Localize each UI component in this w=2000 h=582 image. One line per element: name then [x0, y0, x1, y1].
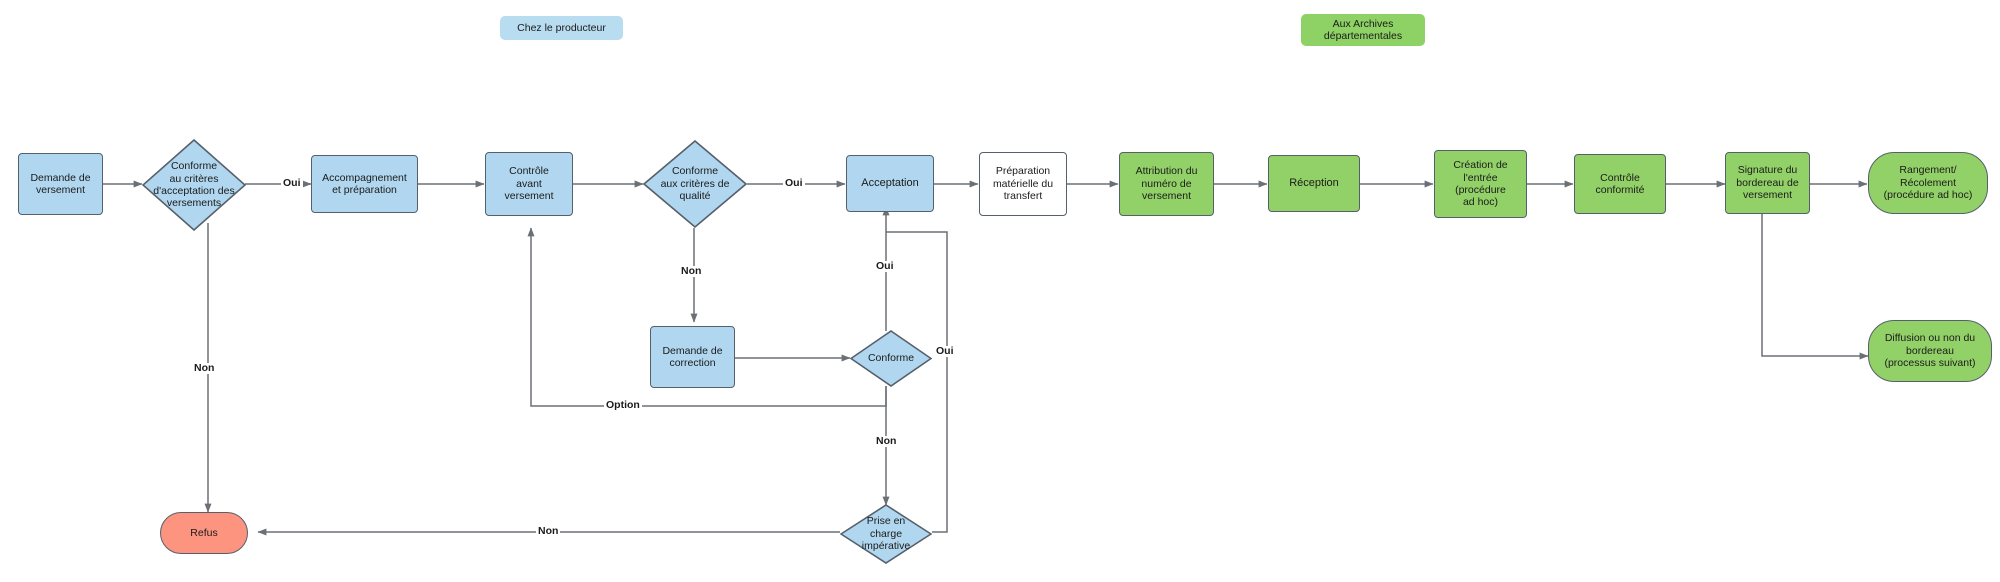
edge-label-option: Option [604, 399, 642, 411]
node-acceptation[interactable]: Acceptation [846, 155, 934, 212]
edge-signature-to-diffusion [1761, 210, 1869, 360]
node-label: Conforme [867, 352, 915, 365]
node-controle-conformite[interactable]: Contrôle conformité [1574, 154, 1666, 214]
node-label: Contrôle conformité [1595, 171, 1645, 196]
edge-label-oui-acceptation-criteres: Oui [281, 177, 303, 189]
node-label: Attribution du numéro de versement [1135, 165, 1198, 203]
node-refus[interactable]: Refus [160, 512, 248, 554]
node-label: Prise en charge impérative [861, 515, 911, 553]
diamond-shape [643, 140, 747, 228]
node-signature-bordereau[interactable]: Signature du bordereau de versement [1725, 152, 1810, 214]
node-label: Demande de versement [30, 171, 91, 196]
node-rangement-recolement[interactable]: Rangement/ Récolement (procédure ad hoc) [1868, 152, 1988, 214]
edge-label-oui-prise-en-charge: Oui [934, 345, 956, 357]
lane-label-aux-archives-departementales: Aux Archives départementales [1301, 14, 1425, 46]
node-label: Diffusion ou non du bordereau (processus… [1884, 332, 1976, 370]
edge-label-oui-qualite: Oui [783, 177, 805, 189]
edge-label-non-conforme: Non [874, 435, 899, 447]
node-label: Conforme aux critères de qualité [660, 165, 730, 203]
diamond-shape [142, 139, 246, 231]
node-conforme-criteres-qualite[interactable]: Conforme aux critères de qualité [643, 140, 747, 228]
node-label: Contrôle avant versement [504, 165, 554, 203]
edge-label-non-prise-en-charge: Non [536, 525, 561, 537]
edge-label-non-acceptation-criteres: Non [192, 362, 217, 374]
node-accompagnement-preparation[interactable]: Accompagnement et préparation [311, 155, 418, 213]
node-preparation-materielle-transfert[interactable]: Préparation matérielle du transfert [979, 152, 1067, 216]
node-label: Signature du bordereau de versement [1736, 164, 1799, 202]
node-diffusion-bordereau[interactable]: Diffusion ou non du bordereau (processus… [1868, 320, 1992, 382]
lane-label-text: Chez le producteur [517, 21, 606, 34]
node-label: Accompagnement et préparation [322, 171, 407, 196]
node-label: Demande de correction [662, 344, 723, 369]
node-label: Rangement/ Récolement (procédure ad hoc) [1883, 164, 1973, 202]
node-demande-versement[interactable]: Demande de versement [18, 153, 103, 215]
node-attribution-numero-versement[interactable]: Attribution du numéro de versement [1119, 152, 1214, 216]
node-conforme[interactable]: Conforme [850, 330, 932, 387]
node-label: Réception [1289, 177, 1339, 190]
node-label: Conforme au critères d'acceptation des v… [153, 160, 235, 210]
node-conforme-criteres-acceptation[interactable]: Conforme au critères d'acceptation des v… [142, 139, 246, 231]
node-label: Acceptation [861, 177, 919, 190]
lane-label-chez-le-producteur: Chez le producteur [500, 16, 623, 40]
edge-label-oui-conforme: Oui [874, 260, 896, 272]
node-controle-avant-versement[interactable]: Contrôle avant versement [485, 152, 573, 216]
node-reception[interactable]: Réception [1268, 155, 1360, 212]
node-demande-correction[interactable]: Demande de correction [650, 326, 735, 388]
node-prise-en-charge-imperative[interactable]: Prise en charge impérative [840, 504, 932, 564]
node-label: Préparation matérielle du transfert [992, 165, 1054, 203]
lane-label-text: Aux Archives départementales [1323, 17, 1403, 42]
edge-label-non-qualite: Non [679, 265, 704, 277]
node-creation-entree[interactable]: Création de l'entrée (procédure ad hoc) [1434, 150, 1527, 218]
node-label: Création de l'entrée (procédure ad hoc) [1453, 159, 1508, 209]
node-label: Refus [190, 526, 218, 539]
